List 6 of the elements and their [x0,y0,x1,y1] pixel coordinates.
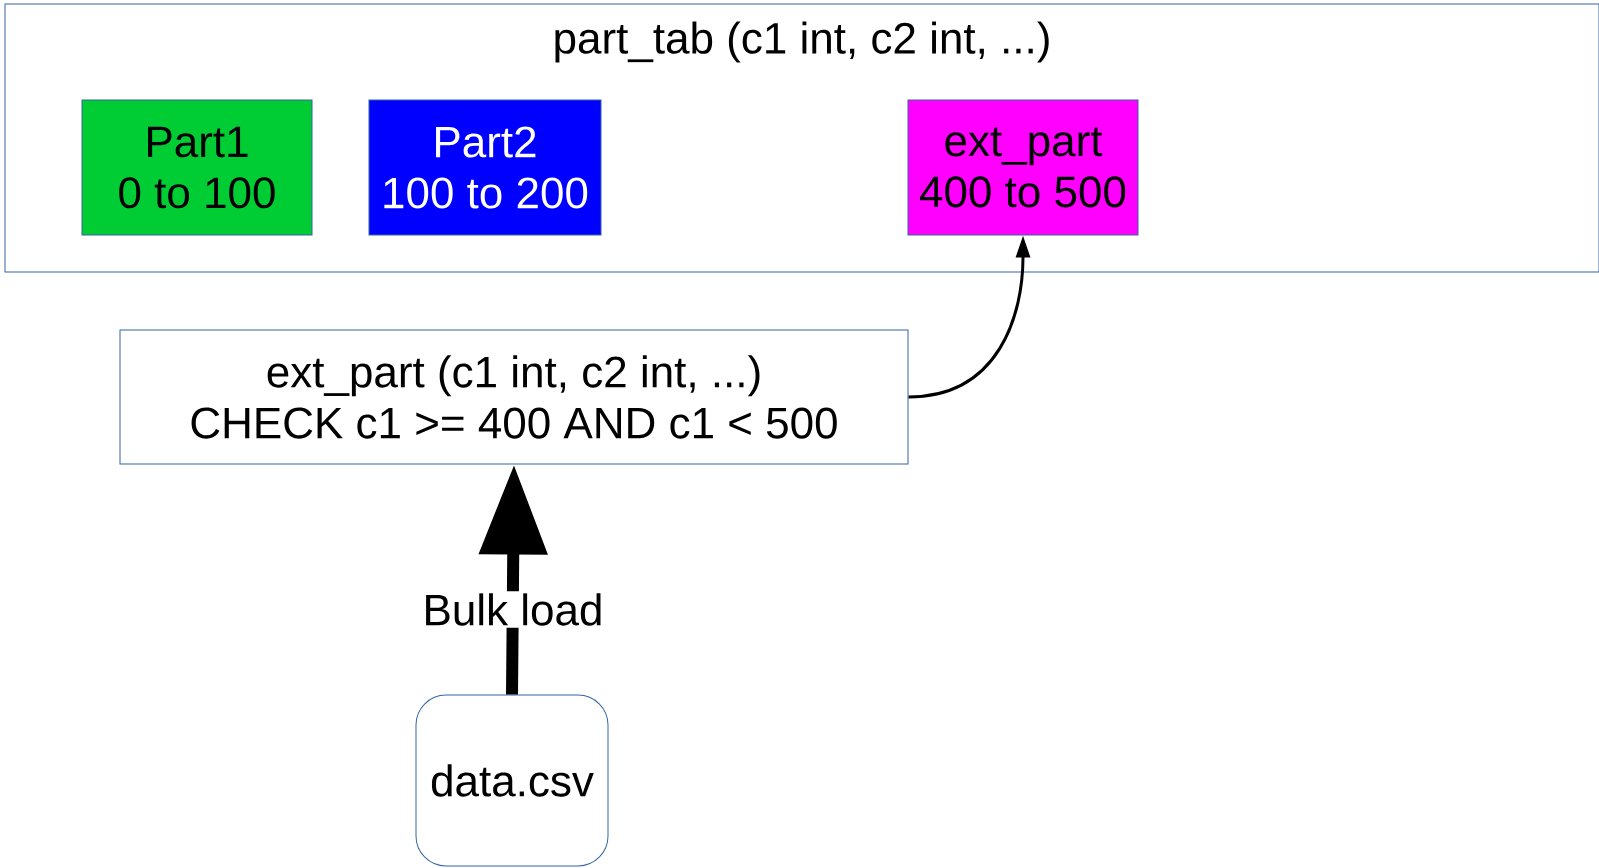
table-box: ext_part (c1 int, c2 int, ...) CHECK c1 >= 400 AND c1 < 500 [119,329,909,465]
partition-box: Part1 0 to 100 [81,99,313,236]
file-box: data.csv [415,694,609,867]
partition-box: ext_part 400 to 500 [907,99,1139,236]
partition-box: Part2 100 to 200 [368,99,602,236]
edge-label: Bulk load [420,591,606,628]
